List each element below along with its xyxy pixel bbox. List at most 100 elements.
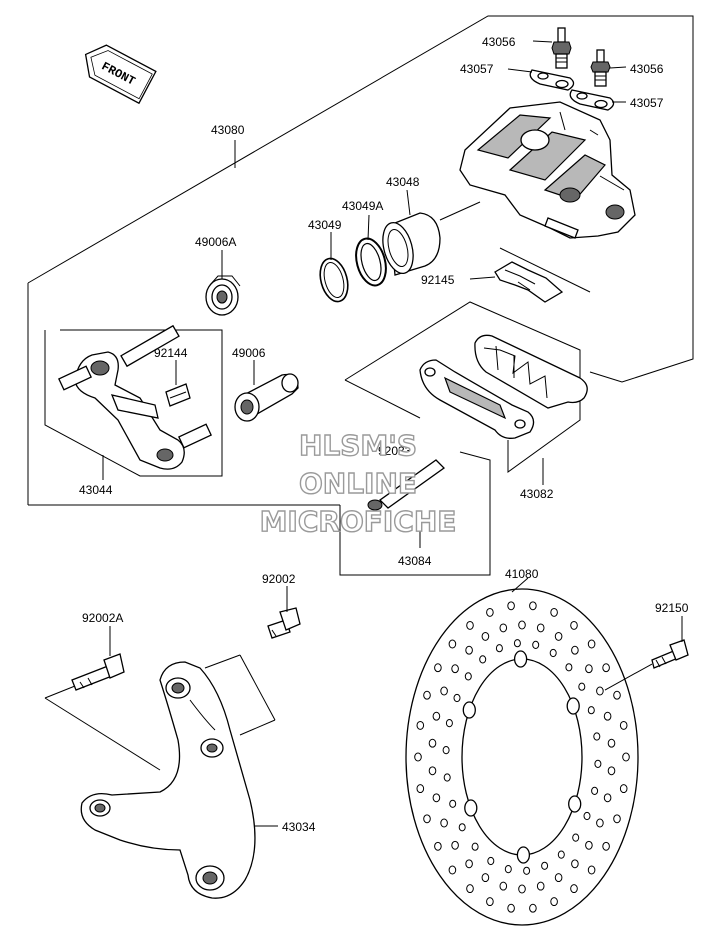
label-43049a: 43049A (342, 199, 383, 213)
disc-hole (440, 818, 448, 828)
disc-hole (465, 645, 473, 655)
disc-hole (442, 746, 450, 755)
disc-hole (529, 903, 537, 913)
label-43049: 43049 (308, 218, 342, 232)
label-43057-right: 43057 (630, 96, 664, 110)
brake-disc (405, 588, 639, 926)
disc-hole (596, 818, 604, 828)
brake-pad-rear (474, 334, 588, 409)
disc-hole (443, 773, 451, 782)
bleeder-cap-right (569, 89, 615, 111)
disc-hole (486, 897, 494, 907)
disc-hole (416, 720, 425, 730)
brake-pad-front (419, 359, 535, 439)
disc-hole (570, 884, 578, 894)
bleeder-valve-right (590, 49, 611, 87)
disc-hole (507, 601, 515, 611)
disc-hole (596, 686, 604, 696)
disc-hole (536, 881, 545, 891)
boot-49006a (205, 275, 241, 316)
disc-mount-hole (464, 799, 478, 817)
disc-hole (416, 784, 425, 794)
bleeder-valve-left (551, 27, 572, 69)
seal-ring-43049a (355, 237, 387, 287)
label-49006a: 49006A (195, 235, 236, 249)
disc-hole (607, 738, 616, 748)
label-43084: 43084 (398, 554, 432, 568)
disc-hole (585, 840, 593, 850)
disc-hole (434, 663, 442, 673)
disc-hole (448, 639, 457, 649)
disc-hole (432, 711, 441, 721)
watermark-line-3: MICROFICHE (260, 505, 457, 538)
disc-hole (594, 759, 602, 769)
disc-hole (571, 645, 579, 655)
disc-mount-hole (513, 650, 528, 668)
disc-hole (423, 690, 431, 700)
disc-hole (499, 881, 508, 891)
disc-hole (587, 865, 596, 875)
bleeder-cap-left (529, 69, 575, 91)
disc-hole (495, 644, 503, 653)
label-92002: 92002 (262, 572, 296, 586)
disc-hole (466, 884, 474, 894)
disc-hole (554, 873, 563, 883)
disc-hole (578, 682, 586, 691)
pad-spring (494, 261, 564, 303)
front-arrow: FRONT (84, 44, 157, 105)
disc-hole (423, 814, 431, 824)
disc-mount-hole (516, 846, 531, 864)
disc-hole (583, 811, 591, 821)
label-43034: 43034 (282, 820, 316, 834)
disc-hole (603, 793, 612, 803)
disc-hole (471, 842, 479, 851)
disc-hole (428, 738, 437, 748)
disc-hole (602, 663, 610, 673)
disc-mount-hole (568, 795, 582, 813)
disc-hole (481, 631, 490, 641)
label-43080: 43080 (211, 123, 245, 137)
disc-hole (550, 607, 558, 617)
disc-hole (622, 752, 630, 762)
disc-hole (465, 859, 473, 869)
disc-hole (486, 607, 494, 617)
disc-hole (449, 799, 457, 808)
part-labels: 43056 43056 43057 43057 43080 43048 4304… (79, 35, 689, 834)
label-43056-left: 43056 (482, 35, 516, 49)
bolt-92002 (267, 607, 301, 639)
disc-hole (451, 664, 459, 674)
clip-92144 (165, 383, 191, 407)
label-92150: 92150 (655, 601, 689, 615)
label-92002a: 92002A (82, 611, 123, 625)
caliper-body (459, 101, 636, 239)
bolt-92002a (71, 653, 125, 691)
disc-hole (523, 866, 531, 875)
disc-hole (458, 823, 466, 832)
disc-hole (571, 859, 579, 869)
disc-hole (613, 814, 621, 824)
disc-hole (550, 897, 558, 907)
disc-hole (607, 766, 616, 776)
watermark-line-2: ONLINE (299, 467, 417, 500)
disc-hole (518, 884, 526, 894)
disc-hole (549, 648, 557, 658)
disc-hole (585, 664, 593, 674)
disc-hole (464, 672, 472, 681)
disc-hole (541, 861, 549, 870)
disc-hole (619, 784, 628, 794)
disc-hole (428, 766, 437, 776)
disc-hole (518, 620, 526, 630)
label-43057-left: 43057 (460, 62, 494, 76)
disc-hole (587, 706, 595, 715)
disc-hole (432, 793, 441, 803)
disc-hole (440, 686, 448, 696)
label-92033: 92033 (378, 444, 412, 458)
label-43056-right: 43056 (630, 62, 664, 76)
pad-pin (367, 459, 446, 511)
disc-hole (587, 639, 596, 649)
disc-hole (451, 840, 459, 850)
caliper-mount-bracket (80, 661, 256, 899)
disc-mount-hole (566, 697, 580, 715)
watermark: HLSM'S ONLINE MICROFICHE (259, 428, 457, 538)
